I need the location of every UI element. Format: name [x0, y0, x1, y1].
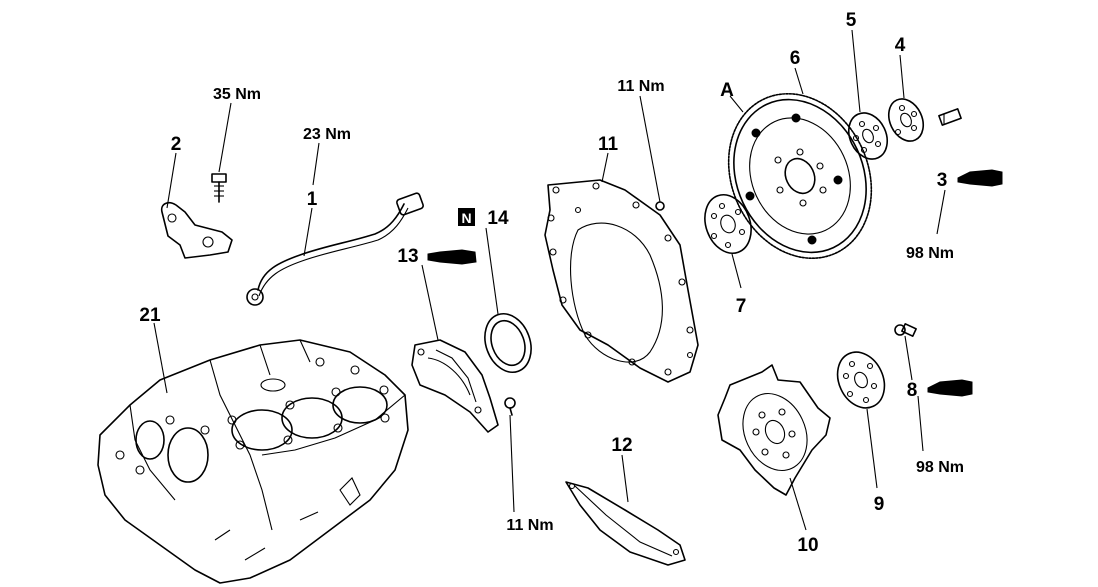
- n-badge-text: N: [461, 210, 471, 226]
- leader-lines: [153, 29, 946, 531]
- rear-plate-holes: [547, 182, 694, 376]
- callout-21: 21: [139, 305, 161, 326]
- torque-11-bottom: 11 Nm: [506, 517, 553, 534]
- flywheel-bolt-holes: [774, 148, 827, 207]
- callout-labels: 21 2 1 13 14 11 12 A 6 5 4 3 7 8 9 10: [139, 10, 947, 556]
- block-bolt-holes: [115, 357, 390, 475]
- callout-12: 12: [611, 435, 632, 456]
- torque-labels: 35 Nm 23 Nm 11 Nm 11 Nm 98 Nm 98 Nm: [213, 78, 964, 534]
- torque-23: 23 Nm: [303, 126, 351, 143]
- callout-A: A: [720, 80, 734, 101]
- callout-2: 2: [171, 134, 182, 155]
- rear-plate: [544, 179, 699, 383]
- torque-98-upper: 98 Nm: [906, 245, 954, 262]
- knock-sensor-harness: [246, 192, 424, 306]
- callout-3: 3: [937, 170, 948, 191]
- shim-plate-7: [704, 194, 752, 254]
- oil-seal-case: [411, 339, 499, 433]
- bell-housing-cover: [565, 481, 686, 566]
- backing-plate-4: [887, 98, 925, 142]
- seal-case-bolt: [504, 397, 516, 416]
- torque-98-lower: 98 Nm: [916, 459, 964, 476]
- callout-4: 4: [895, 35, 906, 56]
- torque-35: 35 Nm: [213, 86, 261, 103]
- callout-9: 9: [874, 494, 885, 515]
- callout-13: 13: [397, 246, 418, 267]
- flywheel: [727, 92, 873, 260]
- drive-plate-bolt-8: [894, 323, 917, 337]
- callout-6: 6: [790, 48, 801, 69]
- callout-8: 8: [907, 380, 918, 401]
- callout-14: 14: [487, 208, 509, 229]
- callout-7: 7: [736, 296, 747, 317]
- sealant-applicator-8: [927, 379, 973, 397]
- callout-10: 10: [797, 535, 818, 556]
- sealant-applicator-13: [427, 249, 477, 265]
- adapter-plate-5: [847, 112, 889, 160]
- bracket-bolt: [211, 173, 227, 203]
- cylinder-bores: [135, 378, 388, 483]
- drive-plate-10: [717, 364, 831, 496]
- callout-1: 1: [307, 189, 318, 210]
- sealant-applicator-3: [957, 169, 1003, 187]
- bracket: [160, 202, 233, 259]
- rear-plate-bolt: [655, 201, 665, 211]
- callout-5: 5: [846, 10, 857, 31]
- n-badge: N: [458, 208, 475, 226]
- oil-seal: [484, 313, 532, 373]
- flywheel-bolt-3: [938, 108, 962, 126]
- plate-9: [836, 351, 886, 409]
- cylinder-block: [97, 339, 409, 584]
- callout-11: 11: [598, 134, 619, 155]
- torque-11-top: 11 Nm: [617, 78, 664, 95]
